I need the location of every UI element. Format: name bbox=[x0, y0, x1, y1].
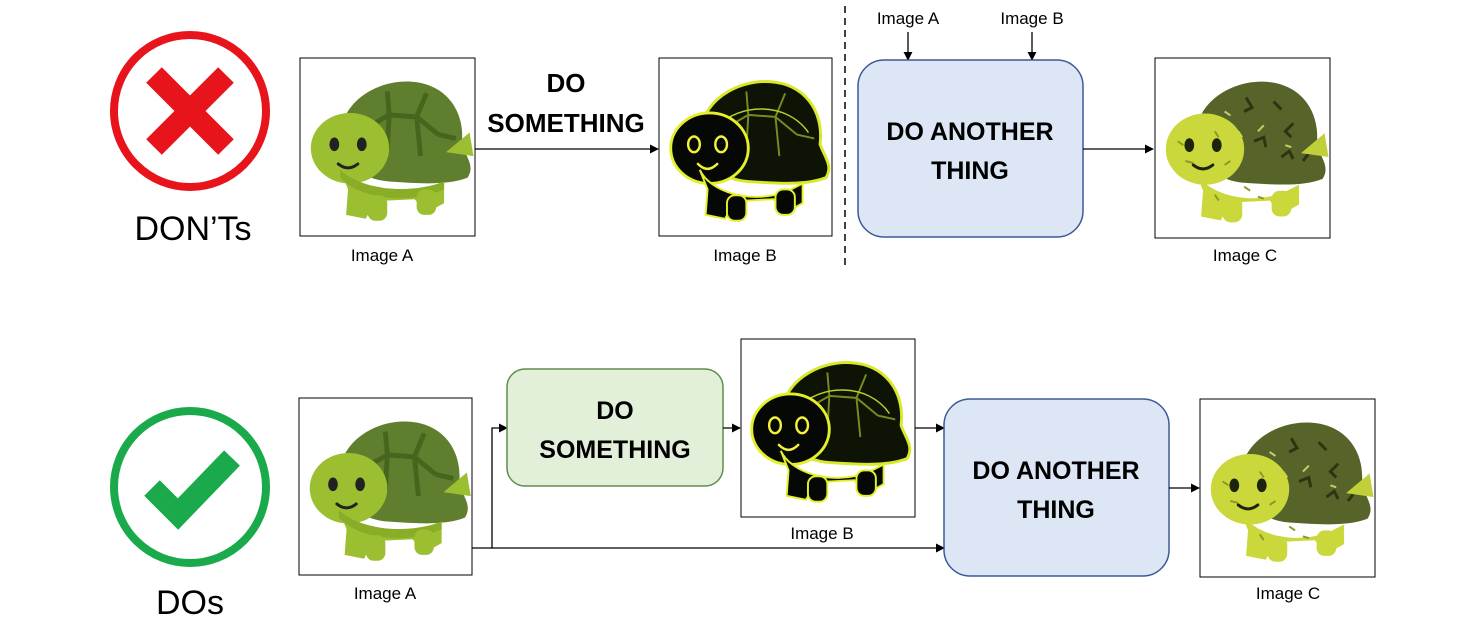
dos-image-c-label: Image C bbox=[1256, 584, 1320, 603]
cross-icon bbox=[110, 31, 270, 191]
donts-step2-line1: DO ANOTHER bbox=[886, 118, 1053, 146]
donts-title: DON’Ts bbox=[134, 210, 251, 248]
cross-mark bbox=[146, 67, 234, 155]
donts-input-b-label: Image B bbox=[1000, 9, 1063, 28]
dos-title: DOs bbox=[156, 584, 224, 622]
donts-step2-line2: THING bbox=[931, 157, 1009, 185]
checkmark-mark bbox=[144, 450, 240, 530]
donts-image-b-label: Image B bbox=[713, 246, 776, 265]
donts-image-c-label: Image C bbox=[1213, 246, 1277, 265]
dos-step1-box bbox=[506, 368, 724, 487]
dos-step1-line2: SOMETHING bbox=[539, 436, 690, 464]
dos-step2-box bbox=[943, 398, 1170, 577]
dos-step2-line1: DO ANOTHER bbox=[972, 457, 1139, 485]
donts-input-a-label: Image A bbox=[877, 9, 940, 28]
checkmark-icon bbox=[110, 407, 270, 567]
dos-step2-line2: THING bbox=[1017, 496, 1095, 524]
dos-image-b-label: Image B bbox=[790, 524, 853, 543]
dos-section: DOs Image A DO SOMETHING Image B DO ANOT… bbox=[110, 338, 1376, 622]
donts-section: DON’Ts Image A DO SOMETHING Image B Imag… bbox=[110, 6, 1331, 270]
donts-image-a-label: Image A bbox=[351, 246, 414, 265]
donts-step1-line2: SOMETHING bbox=[487, 108, 644, 138]
dos-image-a-label: Image A bbox=[354, 584, 417, 603]
dos-step1-line1: DO bbox=[596, 397, 634, 425]
dos-arrow-a-to-step1 bbox=[472, 423, 508, 549]
donts-step1-line1: DO bbox=[547, 68, 586, 98]
donts-step2-box bbox=[857, 59, 1084, 238]
